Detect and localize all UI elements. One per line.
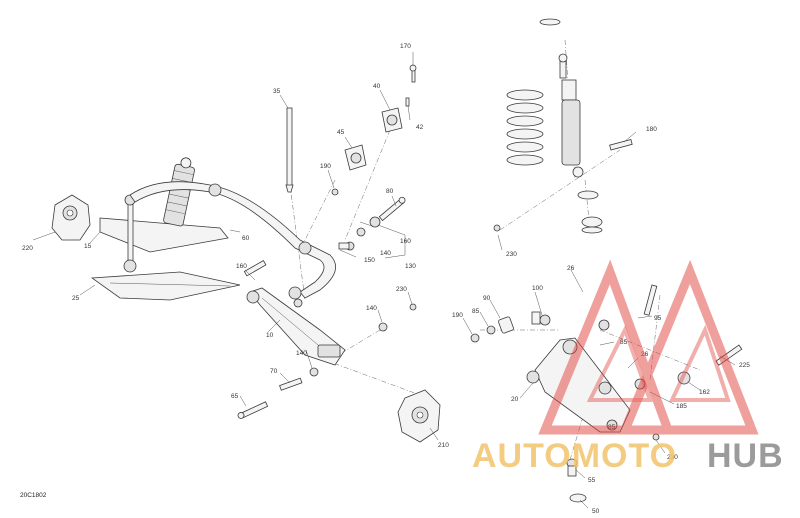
callout-42: 42 xyxy=(416,124,424,131)
callout-140: 140 xyxy=(380,250,391,257)
callout-220: 220 xyxy=(22,245,33,252)
hardware-center xyxy=(338,196,406,251)
callout-190: 190 xyxy=(320,163,331,170)
callout-160-left: 160 xyxy=(236,263,247,270)
callout-150: 150 xyxy=(364,257,375,264)
callout-45: 45 xyxy=(337,129,345,136)
watermark-text-secondary: HUB xyxy=(707,437,784,475)
trailing-arm xyxy=(243,259,346,366)
callout-65: 65 xyxy=(231,393,239,400)
coil-spring-shock xyxy=(493,18,633,234)
callout-25: 25 xyxy=(72,295,80,302)
vertical-rod xyxy=(285,107,294,193)
callout-35: 35 xyxy=(273,88,281,95)
callout-15: 15 xyxy=(84,243,92,250)
callout-190-right: 190 xyxy=(452,312,463,319)
callout-26-top: 26 xyxy=(567,265,575,272)
callout-100: 100 xyxy=(532,285,543,292)
callout-85-a: 85 xyxy=(472,308,480,315)
right-knuckle xyxy=(397,389,441,443)
callout-55: 55 xyxy=(588,477,596,484)
callout-225: 225 xyxy=(739,362,750,369)
diagram-code: 20C1802 xyxy=(20,492,47,499)
callout-210: 210 xyxy=(438,442,449,449)
brackets xyxy=(331,64,417,196)
callout-230-center: 230 xyxy=(396,286,407,293)
callout-40: 40 xyxy=(373,83,381,90)
callout-140-center: 140 xyxy=(366,305,377,312)
callout-10: 10 xyxy=(266,332,274,339)
bottom-parts xyxy=(566,458,587,503)
callout-80: 80 xyxy=(386,188,394,195)
callout-185: 185 xyxy=(676,403,687,410)
callout-130: 130 xyxy=(405,263,416,270)
callout-95: 95 xyxy=(654,315,662,322)
callout-230-top: 230 xyxy=(506,251,517,258)
hardware-lower-left xyxy=(237,303,417,419)
callout-50: 50 xyxy=(592,508,600,515)
callout-90: 90 xyxy=(483,295,491,302)
callout-20: 20 xyxy=(511,396,519,403)
callout-180: 180 xyxy=(646,126,657,133)
leader-lines xyxy=(32,52,736,509)
logo-triangles xyxy=(538,259,759,435)
callout-85-b: 85 xyxy=(620,339,628,346)
callout-labels: 170 40 42 35 45 190 80 180 160 140 150 1… xyxy=(22,43,750,515)
callout-230-bottom: 230 xyxy=(667,454,678,461)
callout-160: 160 xyxy=(400,238,411,245)
left-suspension-assembly xyxy=(51,157,337,301)
watermark-text-primary: AUTOMOTO xyxy=(472,437,677,475)
callout-70: 70 xyxy=(270,368,278,375)
watermark-logo: AUTOMOTO HUB xyxy=(472,259,784,475)
callout-60: 60 xyxy=(242,235,250,242)
callout-162: 162 xyxy=(699,389,710,396)
callout-170: 170 xyxy=(400,43,411,50)
callout-140-lower: 140 xyxy=(296,350,307,357)
